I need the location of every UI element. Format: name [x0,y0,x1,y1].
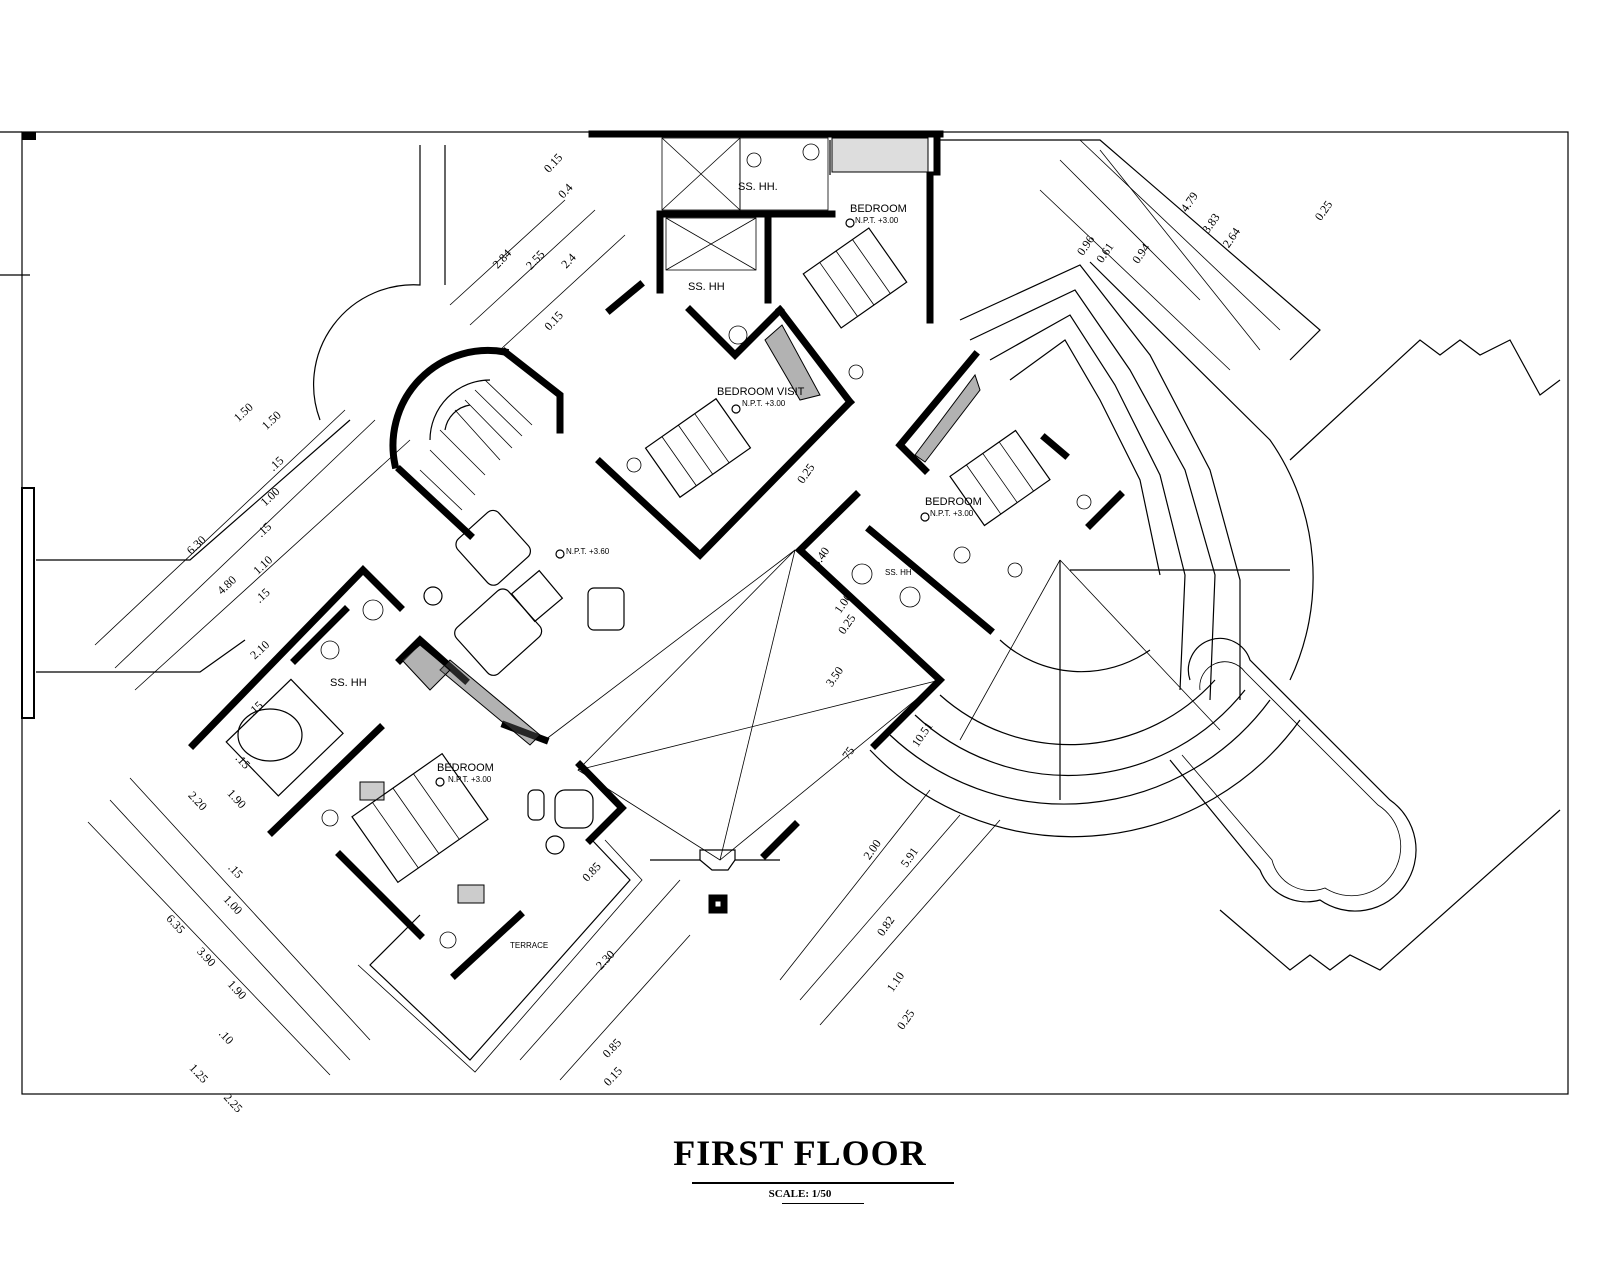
dim-bottom-right-7: 3.50 [823,664,847,689]
dim-bottom-left-7: 1.90 [225,977,250,1002]
stair-hatches [401,324,981,746]
dim-top-right-4: 3.83 [1199,211,1223,236]
site-boundary [0,131,1569,1095]
room-label-ss-hh-mid: SS. HH [688,281,725,293]
dim-bottom-left-1: 1.90 [224,786,249,811]
dimension-lines [87,139,1281,1081]
dim-bottom-right-5: 10.51 [909,719,936,749]
room-label-bedroom-top: BEDROOM [850,203,907,215]
drawing-title: FIRST FLOOR [673,1133,927,1173]
dim-left-6: .15 [254,519,275,539]
dim-bottom-right-11: 0.25 [794,461,818,486]
dim-bottom-right-8: 0.25 [835,612,859,637]
dimension-group-top-right: 0.96 0.61 0.94 4.79 3.83 2.64 0.25 [1074,189,1336,266]
room-label-terrace: TERRACE [510,941,548,950]
dim-left-4: .15 [266,453,287,473]
dim-left-8: .15 [252,585,273,605]
dim-top-right-6: 0.25 [1312,198,1336,223]
room-label-ss-hh-top: SS. HH. [738,181,778,193]
dim-bottom-center-1: 2.30 [593,947,618,972]
title-underline [692,1182,954,1184]
room-label-bedroom-left: BEDROOM [437,762,494,774]
dim-bottom-left-4: 1.00 [221,892,246,917]
room-label-bedroom-visit: BEDROOM VISIT [717,386,805,398]
interior-walls [188,171,1125,980]
dim-top-right-2: 0.94 [1129,241,1153,266]
dim-top-left-2: 2.4 [558,251,578,272]
furniture [225,227,1092,949]
dim-bottom-left-9: 1.25 [187,1061,212,1086]
dim-left-5: 1.00 [258,484,283,509]
dim-bottom-left-8: .10 [216,1027,236,1048]
level-hall: N.P.T. +3.60 [566,547,610,556]
dim-bottom-right-3: 2.00 [860,837,884,862]
dim-bottom-left-3: .15 [225,861,245,882]
dimension-group-bottom-center: 0.85 2.30 0.15 0.85 [579,859,626,1089]
dim-bottom-right-4: 5.91 [898,845,922,870]
dim-left-9: 2.10 [247,638,272,663]
room-label-bedroom-right: BEDROOM [925,496,982,508]
room-label-ss-hh-left: SS. HH [330,677,367,689]
room-label-ss-hh-right: SS. HH [885,568,912,577]
dim-left-2: 1.50 [231,400,256,425]
dim-top-left-5: 0.4 [555,181,575,202]
spiral-stair [389,346,564,540]
roof-and-pool [869,139,1561,971]
dim-left-0: 6.30 [184,533,209,558]
dim-left-7: 1.10 [250,553,275,578]
dim-top-left-4: 0.15 [541,151,566,176]
drawing-scale: SCALE: 1/50 [768,1188,832,1200]
level-bedroom-left: N.P.T. +3.00 [448,775,492,784]
dim-bottom-right-2: 0.82 [874,913,898,938]
dim-top-right-0: 0.96 [1074,233,1098,258]
dimension-group-bottom-left: .15 1.90 2.20 .15 1.00 6.35 3.90 1.90 .1… [163,751,253,1115]
dim-bottom-center-0: 0.85 [579,859,604,884]
dim-bottom-right-0: 0.25 [894,1007,918,1032]
level-bedroom-visit: N.P.T. +3.00 [742,399,786,408]
level-bedroom-top: N.P.T. +3.00 [855,216,899,225]
dim-left-3: 1.50 [259,408,284,433]
dim-bottom-left-0: .15 [233,751,253,772]
level-bedroom-right: N.P.T. +3.00 [930,509,974,518]
dim-top-left-1: 2.55 [523,247,548,272]
dim-bottom-left-6: 3.90 [194,944,219,969]
dim-top-left-3: 0.15 [541,308,566,333]
dim-bottom-right-6: 75 [839,744,857,762]
dim-bottom-center-3: 0.85 [600,1036,625,1061]
dim-bottom-left-5: 6.35 [163,911,188,936]
scale-underline [782,1203,864,1204]
dim-top-right-3: 4.79 [1177,189,1201,214]
garden-outline [36,145,446,673]
dimension-group-left: 6.30 4.80 1.50 1.50 .15 1.00 .15 1.10 .1… [184,400,287,719]
dim-bottom-right-1: 1.10 [884,969,908,994]
double-height-void [544,549,941,861]
dim-bottom-center-2: 0.15 [601,1064,626,1089]
north-walls [588,130,944,345]
dim-bottom-left-2: 2.20 [185,788,210,813]
terrace-outline [357,839,780,1073]
dimension-group-bottom-right: 0.25 1.10 0.82 2.00 5.91 10.51 75 3.50 0… [794,461,936,1032]
dim-left-1: 4.80 [214,573,239,598]
level-marker-icons [435,218,930,787]
